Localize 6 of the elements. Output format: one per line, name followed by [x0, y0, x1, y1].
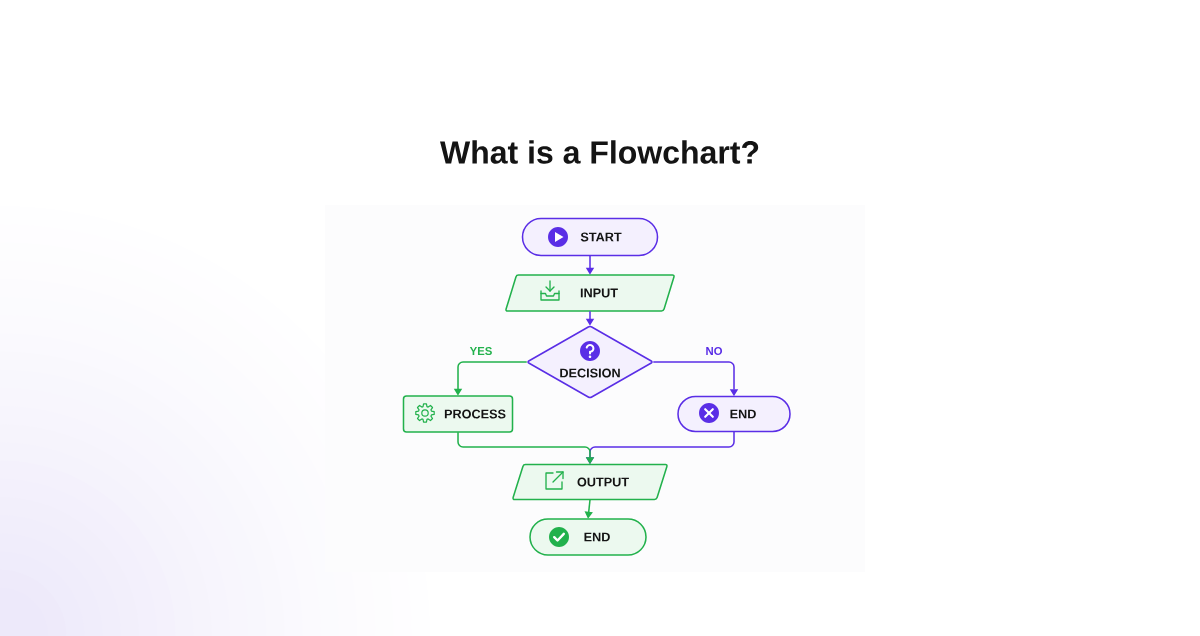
data-parallelogram: INPUT	[505, 274, 675, 312]
edge-label: NO	[704, 345, 724, 357]
edge-label: YES	[468, 345, 494, 357]
process-box: PROCESS	[402, 395, 514, 433]
title: What is a Flowchart?	[440, 140, 759, 164]
data-parallelogram: OUTPUT	[512, 463, 668, 501]
